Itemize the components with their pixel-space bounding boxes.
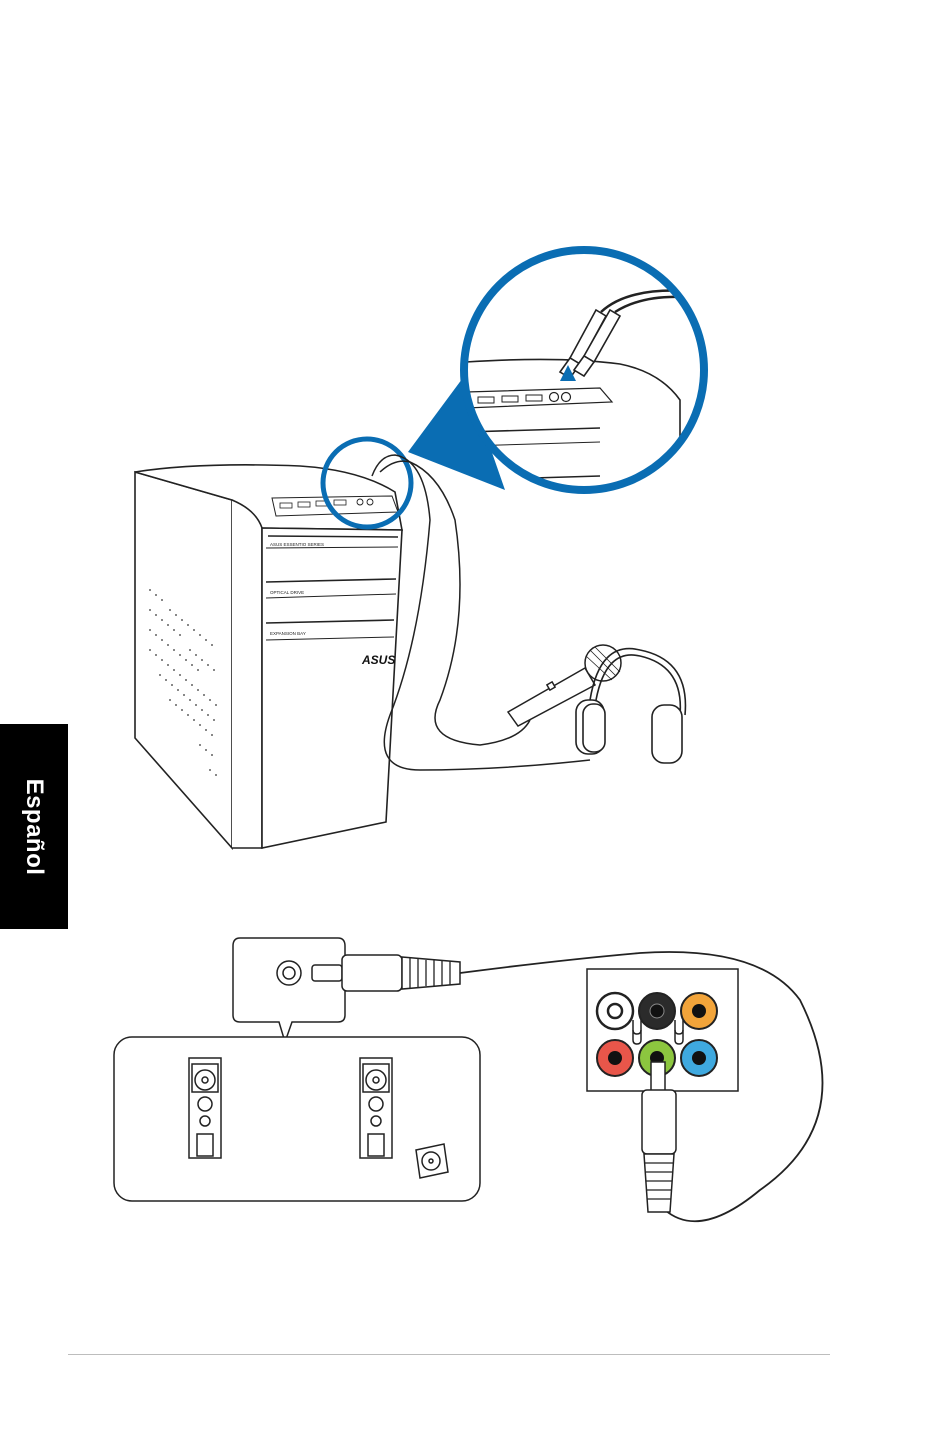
zoom-detail <box>464 250 710 500</box>
subwoofer-icon <box>416 1144 448 1178</box>
asus-logo: ASUS <box>361 653 395 667</box>
pc-series-label: ASUS ESSENTIO SERIES <box>270 542 324 547</box>
audio-jack-callout <box>233 938 345 1042</box>
speaker-icon <box>189 1058 221 1158</box>
footer-rule <box>68 1354 830 1355</box>
speaker-icon <box>360 1058 392 1158</box>
pc-drive-label: OPTICAL DRIVE <box>270 590 304 595</box>
pc-bay-label: EXPANSION BAY <box>270 631 306 636</box>
